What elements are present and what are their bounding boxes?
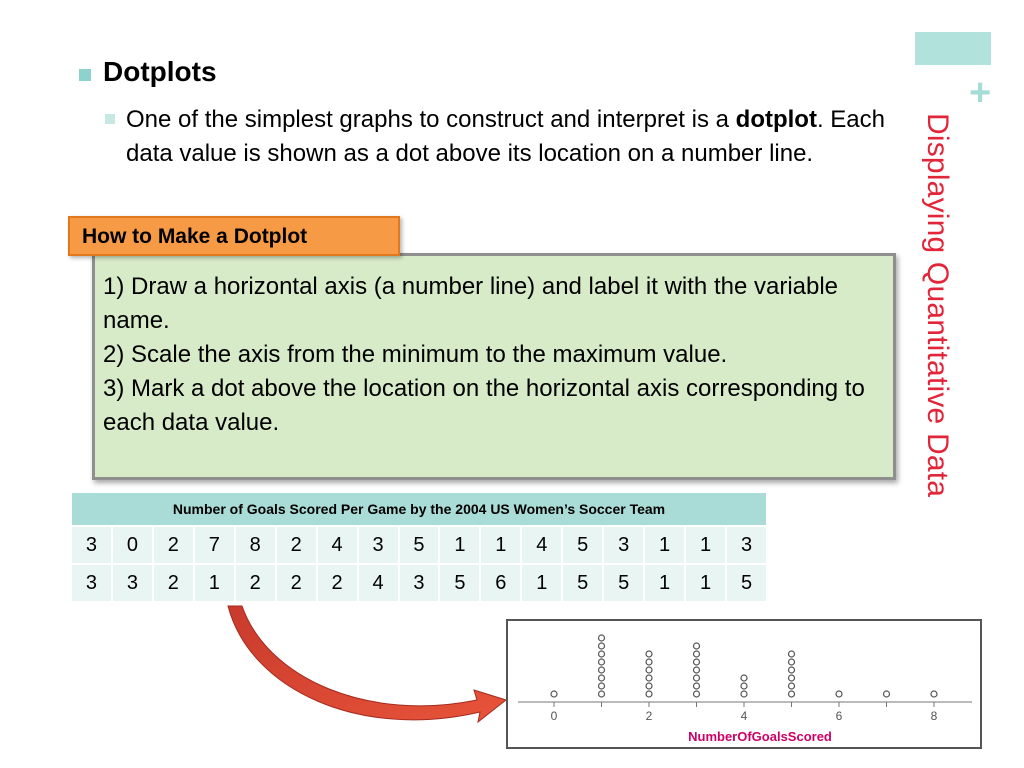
table-cell: 1 (684, 525, 727, 565)
dotplot-dot (835, 690, 843, 698)
table-cell: 2 (151, 563, 195, 603)
table-cell: 5 (602, 563, 646, 603)
table-cell: 0 (110, 525, 154, 565)
table-cell: 3 (725, 525, 768, 565)
dotplot-dot (645, 674, 653, 682)
dotplot-dot (692, 674, 701, 682)
table-cell: 3 (70, 563, 113, 603)
table-cell: 1 (438, 525, 482, 565)
dotplot-tick-label: 0 (551, 709, 558, 723)
table-cell: 2 (274, 525, 318, 565)
slide-side-title: Displaying Quantitative Data (921, 113, 954, 498)
dotplot-dot (645, 690, 653, 698)
dotplot-dot (597, 690, 606, 698)
dotplot-dot (597, 658, 606, 666)
bullet-square-icon (79, 69, 91, 81)
decorative-block (915, 32, 991, 65)
dotplot-dot (597, 634, 606, 642)
dotplot-chart: NumberOfGoalsScored 0 2 4 6 8 (518, 634, 972, 744)
table-cell: 2 (274, 563, 318, 603)
table-cell: 1 (479, 525, 523, 565)
table-cell: 5 (725, 563, 768, 603)
table-cell: 8 (233, 525, 277, 565)
dotplot-dot (692, 690, 701, 698)
table-cell: 3 (356, 525, 400, 565)
dotplot-dot (645, 666, 653, 674)
dotplot-dot (787, 674, 796, 682)
dotplot-x-label: NumberOfGoalsScored (688, 729, 832, 744)
dotplot-dot (645, 650, 653, 658)
dotplot-dot (787, 682, 796, 690)
step-1: 1) Draw a horizontal axis (a number line… (103, 273, 839, 334)
dotplot-dot (550, 690, 558, 698)
table-cell: 5 (561, 563, 605, 603)
dotplot-dot (740, 682, 748, 690)
table-cell: 4 (315, 525, 359, 565)
dotplot-dot (882, 690, 891, 698)
dotplot-dot (597, 674, 606, 682)
dotplot-dot (740, 690, 748, 698)
table-cell: 1 (520, 563, 564, 603)
howto-box (92, 253, 896, 480)
table-cell: 2 (315, 563, 359, 603)
table-cell: 5 (561, 525, 605, 565)
step-3: 3) Mark a dot above the location on the … (103, 375, 865, 436)
dotplot-dot (597, 650, 606, 658)
dotplot-dot (645, 682, 653, 690)
table-cell: 3 (602, 525, 646, 565)
dotplot-dot (645, 658, 653, 666)
plus-icon: + (969, 72, 992, 114)
dotplot-tick-label: 6 (836, 709, 843, 723)
intro-text-start: One of the simplest graphs to construct … (126, 106, 736, 133)
bullet-square-icon (105, 114, 115, 124)
dotplot-dot (692, 658, 701, 666)
dotplot-dot (787, 690, 796, 698)
dotplot-dot (597, 682, 606, 690)
table-cell: 5 (397, 525, 441, 565)
dotplot-tick-label: 4 (741, 709, 748, 723)
section-heading: Dotplots (103, 56, 217, 87)
dotplot-tick-label: 2 (646, 709, 653, 723)
table-cell: 1 (643, 525, 687, 565)
howto-tab-label: How to Make a Dotplot (68, 216, 400, 256)
dotplot-dot (692, 682, 701, 690)
dotplot-dot (787, 666, 796, 674)
dotplot-dot (597, 666, 606, 674)
table-cell: 3 (70, 525, 113, 565)
table-cell: 3 (110, 563, 154, 603)
intro-text-bold: dotplot (735, 106, 817, 133)
dotplot-dot (692, 650, 701, 658)
dotplot-dot (787, 658, 796, 666)
dotplot-dot (740, 674, 748, 682)
table-cell: 1 (684, 563, 727, 603)
dotplot-dot (692, 666, 701, 674)
table-cell: 2 (151, 525, 195, 565)
dotplot-dot (930, 690, 938, 698)
table-cell: 5 (438, 563, 482, 603)
dotplot-dot (597, 642, 606, 650)
table-cell: 3 (397, 563, 441, 603)
dotplot-tick-label: 8 (931, 709, 938, 723)
intro-text-end: . Each data value is shown as a dot abov… (126, 106, 885, 167)
goals-table-title: Number of Goals Scored Per Game by the 2… (70, 491, 768, 527)
table-cell: 4 (356, 563, 400, 603)
dotplot-dot (692, 642, 701, 650)
dotplot-dot (787, 650, 796, 658)
table-cell: 1 (643, 563, 687, 603)
step-2: 2) Scale the axis from the minimum to th… (103, 341, 728, 368)
howto-steps: 1) Draw a horizontal axis (a number line… (103, 270, 893, 440)
table-cell: 4 (520, 525, 564, 565)
table-cell: 1 (192, 563, 236, 603)
table-cell: 2 (233, 563, 277, 603)
table-cell: 6 (479, 563, 523, 603)
goals-table: Number of Goals Scored Per Game by the 2… (70, 491, 768, 603)
intro-paragraph: One of the simplest graphs to construct … (126, 103, 886, 171)
table-cell: 7 (192, 525, 236, 565)
